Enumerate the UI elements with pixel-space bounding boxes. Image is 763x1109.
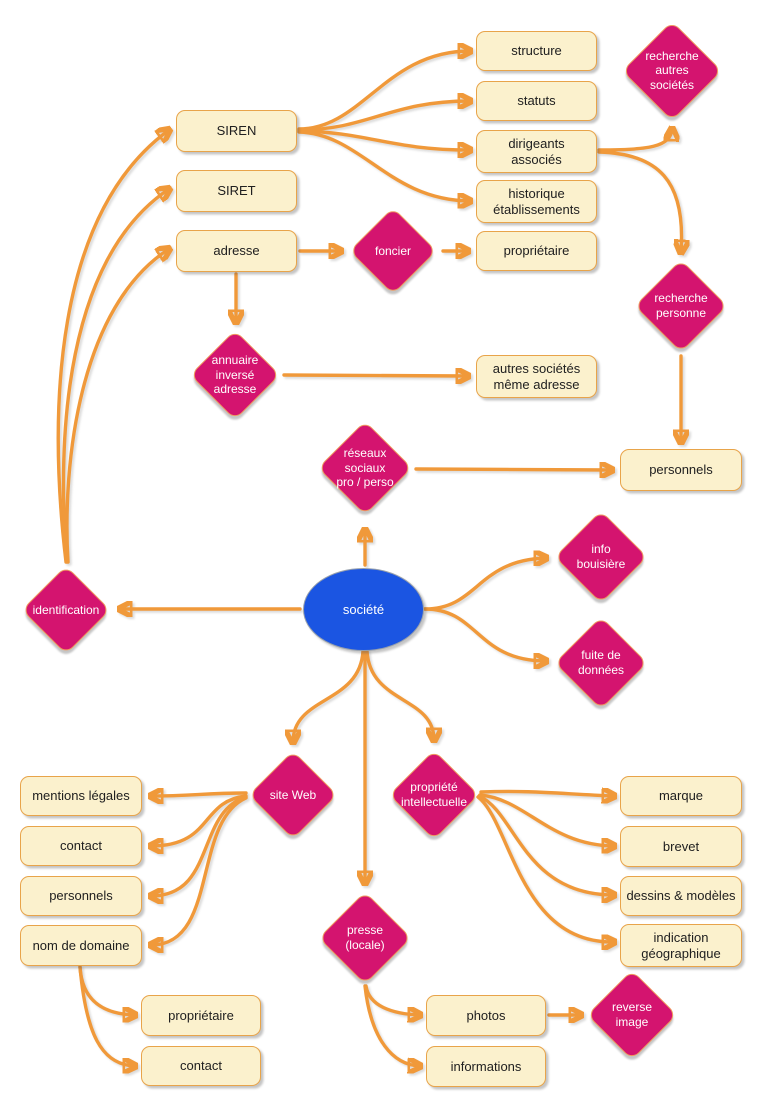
node-contact-domaine[interactable]: contact (141, 1046, 261, 1086)
edge-siren-dirigeants (297, 129, 470, 150)
edge-identification-siret (61, 189, 169, 564)
edge-siren-statuts (297, 101, 470, 132)
node-contact-web[interactable]: contact (20, 826, 142, 866)
node-personnels-web[interactable]: personnels (20, 876, 142, 916)
node-informations-label: informations (450, 1058, 522, 1074)
node-indication-geographique-label: indication géographique (641, 929, 721, 961)
node-siret[interactable]: SIRET (176, 170, 297, 212)
node-site-web[interactable]: site Web (248, 750, 338, 840)
node-marque[interactable]: marque (620, 776, 742, 816)
node-dessins-modeles[interactable]: dessins & modèles (620, 876, 742, 916)
edge-propint-marque (479, 791, 614, 796)
node-statuts[interactable]: statuts (476, 81, 597, 121)
node-dirigeants-associes-label: dirigeants associés (508, 135, 565, 167)
node-reverse-image[interactable]: reverse image (586, 969, 678, 1061)
node-brevet[interactable]: brevet (620, 826, 742, 867)
edge-societe-fuite (423, 607, 546, 661)
node-autres-societes-meme-adresse-label: autres sociétés même adresse (492, 360, 581, 392)
node-societe-label: société (342, 602, 385, 617)
edge-societe-site-web (293, 649, 365, 742)
edge-societe-info-bouisiere (423, 558, 546, 611)
edge-identification-siren (56, 130, 169, 564)
node-historique-etablissements-label: historique établissements (493, 185, 580, 217)
edge-identification-adresse (65, 249, 169, 564)
node-contact-domaine-label: contact (180, 1058, 222, 1074)
node-recherche-autres-societes-label: recherche autres sociétés (645, 48, 699, 92)
edge-propint-dessins (477, 794, 614, 895)
node-personnels-web-label: personnels (49, 888, 113, 904)
node-mentions-legales-label: mentions légales (32, 788, 130, 804)
node-siren-label: SIREN (216, 123, 257, 139)
node-recherche-personne[interactable]: recherche personne (634, 259, 728, 353)
edge-ndd-proprietaire (78, 965, 135, 1015)
node-recherche-autres-societes[interactable]: recherche autres sociétés (620, 20, 724, 121)
node-nom-de-domaine[interactable]: nom de domaine (20, 925, 142, 966)
node-presse-locale[interactable]: presse (locale) (318, 891, 412, 985)
node-annuaire-inverse-adresse-label: annuaire inversé adresse (211, 353, 259, 397)
node-structure[interactable]: structure (476, 31, 597, 71)
edge-siteweb-nom-de-domaine (151, 796, 248, 945)
node-reverse-image-label: reverse image (611, 1000, 652, 1029)
node-photos-label: photos (466, 1007, 506, 1023)
node-siret-label: SIRET (217, 183, 256, 199)
node-propriete-intellectuelle-label: propriété intellectuelle (400, 780, 468, 809)
edge-presse-photos (364, 984, 420, 1015)
edge-presse-informations (363, 984, 420, 1066)
node-adresse[interactable]: adresse (176, 230, 297, 272)
node-personnels-droite-label: personnels (649, 462, 713, 478)
node-site-web-label: site Web (269, 787, 317, 802)
node-informations[interactable]: informations (426, 1046, 546, 1087)
edge-siteweb-contact (151, 794, 248, 846)
edge-propint-brevet (478, 793, 614, 846)
edge-annuaire-autres-societes (282, 375, 468, 376)
node-foncier[interactable]: foncier (348, 207, 438, 295)
edge-siteweb-mentions (151, 793, 248, 796)
node-recherche-personne-label: recherche personne (654, 291, 708, 320)
edge-siteweb-personnels (151, 795, 248, 896)
node-annuaire-inverse-adresse[interactable]: annuaire inversé adresse (189, 329, 281, 421)
node-propriete-intellectuelle[interactable]: propriété intellectuelle (388, 749, 480, 841)
node-marque-label: marque (658, 788, 704, 804)
node-photos[interactable]: photos (426, 995, 546, 1036)
node-proprietaire-domaine[interactable]: propriétaire (141, 995, 261, 1036)
node-foncier-label: foncier (374, 243, 412, 258)
node-fuite-de-donnees-label: fuite de données (577, 648, 625, 677)
edge-propint-indication (476, 795, 614, 942)
node-reseaux-sociaux-label: réseaux sociaux pro / perso (336, 446, 394, 490)
node-contact-web-label: contact (60, 838, 102, 854)
node-statuts-label: statuts (517, 93, 556, 109)
node-proprietaire-domaine-label: propriétaire (168, 1007, 234, 1023)
edge-dirigeants-recherche-autres (597, 129, 672, 152)
node-info-bouisiere-label: info bouisière (576, 542, 626, 571)
node-autres-societes-meme-adresse[interactable]: autres sociétés même adresse (476, 355, 597, 398)
node-info-bouisiere[interactable]: info bouisière (554, 510, 648, 604)
node-presse-locale-label: presse (locale) (345, 923, 385, 952)
node-identification-label: identification (32, 602, 100, 617)
node-identification[interactable]: identification (21, 565, 111, 655)
edge-societe-propriete-intellectuelle (365, 649, 434, 740)
node-reseaux-sociaux[interactable]: réseaux sociaux pro / perso (317, 420, 413, 516)
node-proprietaire-foncier[interactable]: propriétaire (476, 231, 597, 271)
node-brevet-label: brevet (662, 838, 700, 854)
edge-siren-structure (297, 51, 470, 131)
node-historique-etablissements[interactable]: historique établissements (476, 180, 597, 223)
node-personnels-droite[interactable]: personnels (620, 449, 742, 491)
node-proprietaire-foncier-label: propriétaire (503, 243, 570, 259)
node-societe[interactable]: société (303, 568, 424, 651)
node-structure-label: structure (511, 43, 562, 59)
edge-ndd-contact (78, 965, 135, 1066)
node-nom-de-domaine-label: nom de domaine (32, 937, 130, 953)
edge-reseaux-personnels (414, 469, 612, 470)
node-fuite-de-donnees[interactable]: fuite de données (554, 616, 648, 710)
node-indication-geographique[interactable]: indication géographique (620, 924, 742, 967)
node-dessins-modeles-label: dessins & modèles (626, 888, 736, 904)
edge-dirigeants-recherche-personne (597, 150, 682, 252)
node-siren[interactable]: SIREN (176, 110, 297, 152)
node-dirigeants-associes[interactable]: dirigeants associés (476, 130, 597, 173)
edge-siren-historique (297, 130, 470, 201)
node-adresse-label: adresse (213, 243, 260, 259)
node-mentions-legales[interactable]: mentions légales (20, 776, 142, 816)
